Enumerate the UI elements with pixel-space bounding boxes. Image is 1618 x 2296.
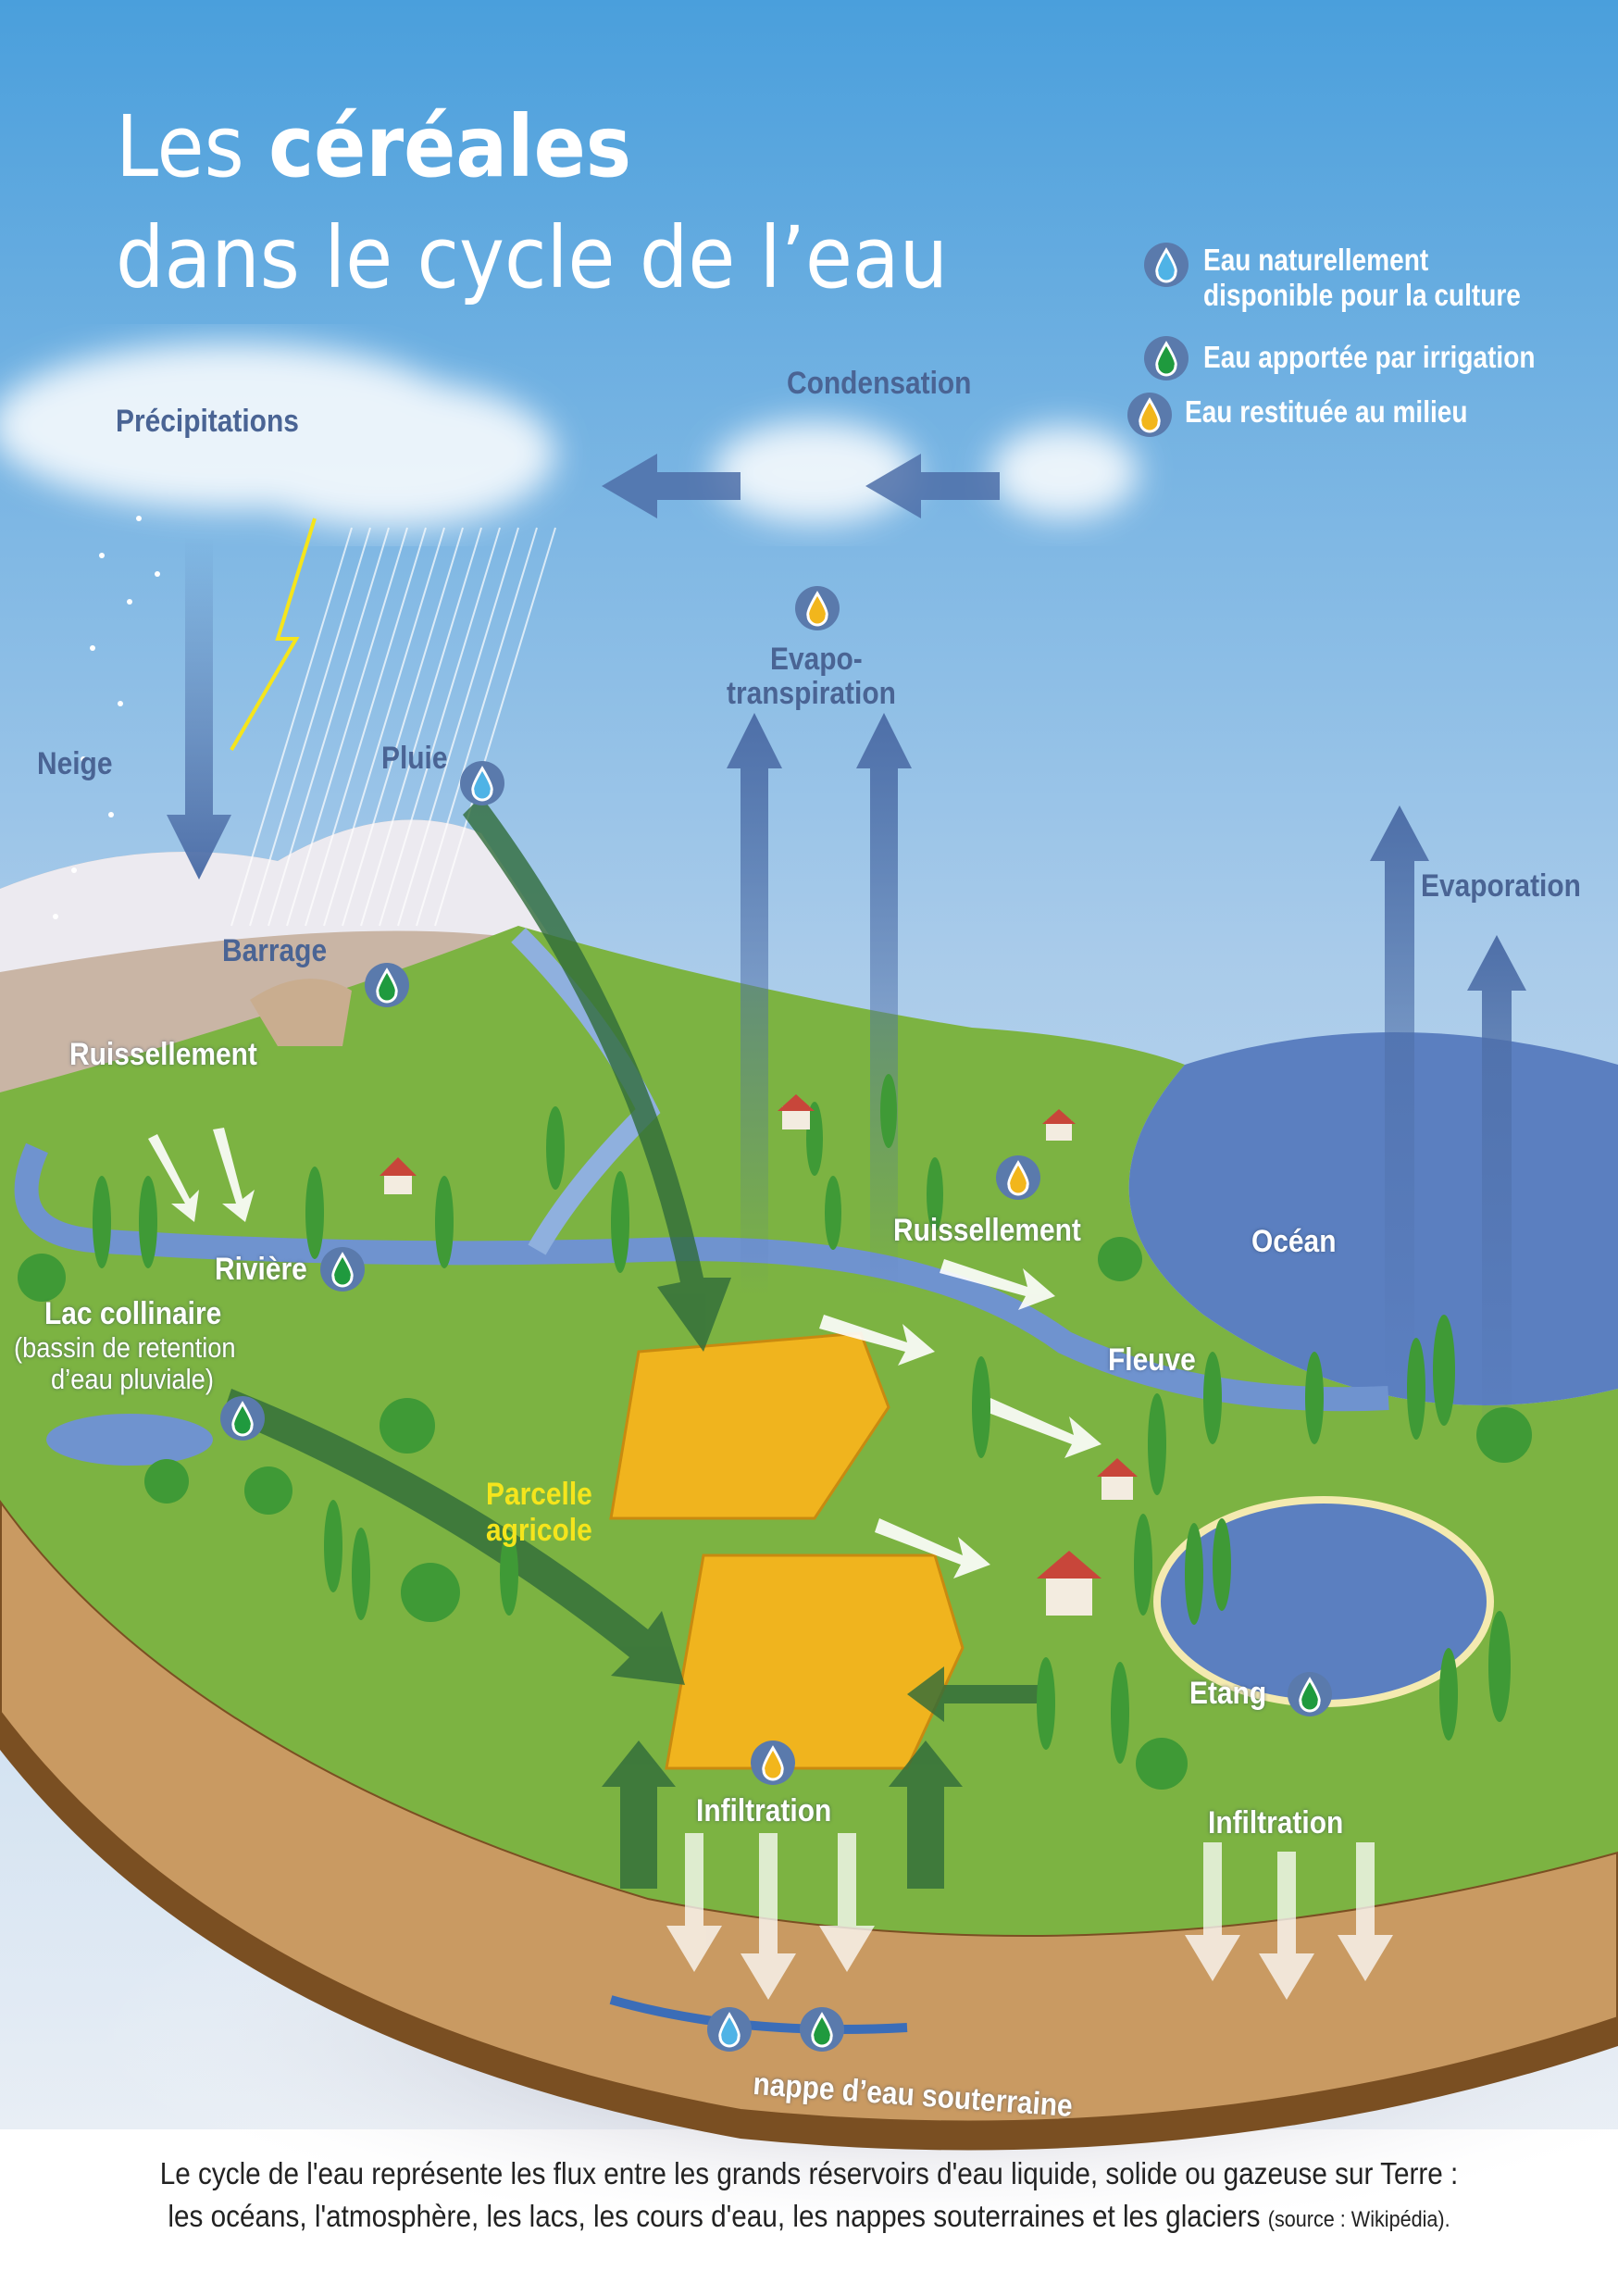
label-fleuve: Fleuve — [1108, 1342, 1196, 1378]
label-barrage: Barrage — [222, 933, 328, 968]
drop-yellow-icon — [1127, 393, 1172, 437]
drop-yellow-icon — [996, 1155, 1040, 1200]
field-1 — [609, 1331, 890, 1520]
label-parcelle: Parcelle — [486, 1477, 592, 1512]
infiltration-arrows — [666, 1833, 1393, 2000]
label-lac-collinaire: Lac collinaire — [44, 1296, 222, 1331]
clouds — [0, 343, 1139, 528]
drop-green-icon — [800, 2007, 844, 2052]
page-subtitle: dans le cycle de l’eau — [116, 208, 949, 307]
precipitation-arrow — [167, 537, 231, 880]
label-transpiration: transpiration — [727, 676, 896, 711]
drop-green-icon — [1288, 1672, 1332, 1716]
label-agricole: agricole — [486, 1513, 592, 1548]
drop-yellow-icon — [751, 1741, 795, 1785]
label-etang: Etang — [1189, 1676, 1267, 1711]
river — [14, 1142, 1389, 1412]
drop-yellow-icon — [795, 586, 840, 630]
trees — [18, 1074, 1532, 1790]
label-evaporation: Evaporation — [1421, 868, 1581, 904]
hill-lake — [46, 1414, 213, 1466]
legend-label: disponible pour la culture — [1203, 278, 1521, 312]
field-2 — [665, 1554, 965, 1770]
caption-line-1: Le cycle de l'eau représente les flux en… — [159, 2156, 1459, 2190]
caption-line-2-text: les océans, l'atmosphère, les lacs, les … — [168, 2199, 1268, 2233]
drop-green-icon — [365, 963, 409, 1007]
drop-blue-icon — [460, 761, 504, 805]
legend-label: Eau naturellement — [1203, 243, 1429, 277]
dam — [250, 979, 352, 1046]
label-evapo: Evapo- — [770, 642, 863, 677]
label-condensation: Condensation — [787, 366, 972, 401]
label-ocean: Océan — [1251, 1224, 1337, 1259]
label-lac-sub1: (bassin de retention — [14, 1331, 236, 1364]
houses — [380, 1094, 1138, 1616]
drop-blue-icon — [707, 2007, 752, 2052]
caption-line-2: les océans, l'atmosphère, les lacs, les … — [81, 2195, 1537, 2241]
title-prefix: Les — [116, 97, 269, 196]
label-lac-sub2: d’eau pluviale) — [51, 1363, 214, 1395]
title-bold: céréales — [268, 97, 632, 196]
caption: Le cycle de l'eau représente les flux en… — [81, 2152, 1537, 2241]
label-ruissellement-left: Ruissellement — [69, 1037, 257, 1072]
legend-item-restituted: Eau restituée au milieu — [1185, 394, 1468, 429]
legend-item-irrigation: Eau apportée par irrigation — [1203, 340, 1536, 374]
drop-green-icon — [220, 1396, 265, 1441]
page-title: Les céréales — [116, 97, 631, 196]
caption-source: (source : Wikipédia). — [1267, 2207, 1450, 2232]
label-precipitations: Précipitations — [116, 404, 299, 439]
drop-green-icon — [1144, 336, 1189, 381]
label-neige: Neige — [37, 746, 113, 781]
irrigation-arrows — [222, 796, 1046, 1889]
label-infiltration-right: Infiltration — [1208, 1805, 1344, 1841]
label-riviere: Rivière — [215, 1252, 307, 1287]
evapotranspiration-arrows — [727, 713, 1526, 1444]
drop-green-icon — [320, 1247, 365, 1292]
label-ruissellement-right: Ruissellement — [893, 1213, 1081, 1248]
rain — [230, 527, 556, 927]
runoff-arrows — [148, 1128, 1101, 1578]
label-infiltration-left: Infiltration — [696, 1793, 832, 1828]
snow — [53, 516, 160, 919]
drop-blue-icon — [1144, 243, 1189, 287]
label-pluie: Pluie — [381, 741, 448, 776]
lightning-icon — [230, 518, 317, 752]
condensation-arrows — [602, 454, 1000, 518]
